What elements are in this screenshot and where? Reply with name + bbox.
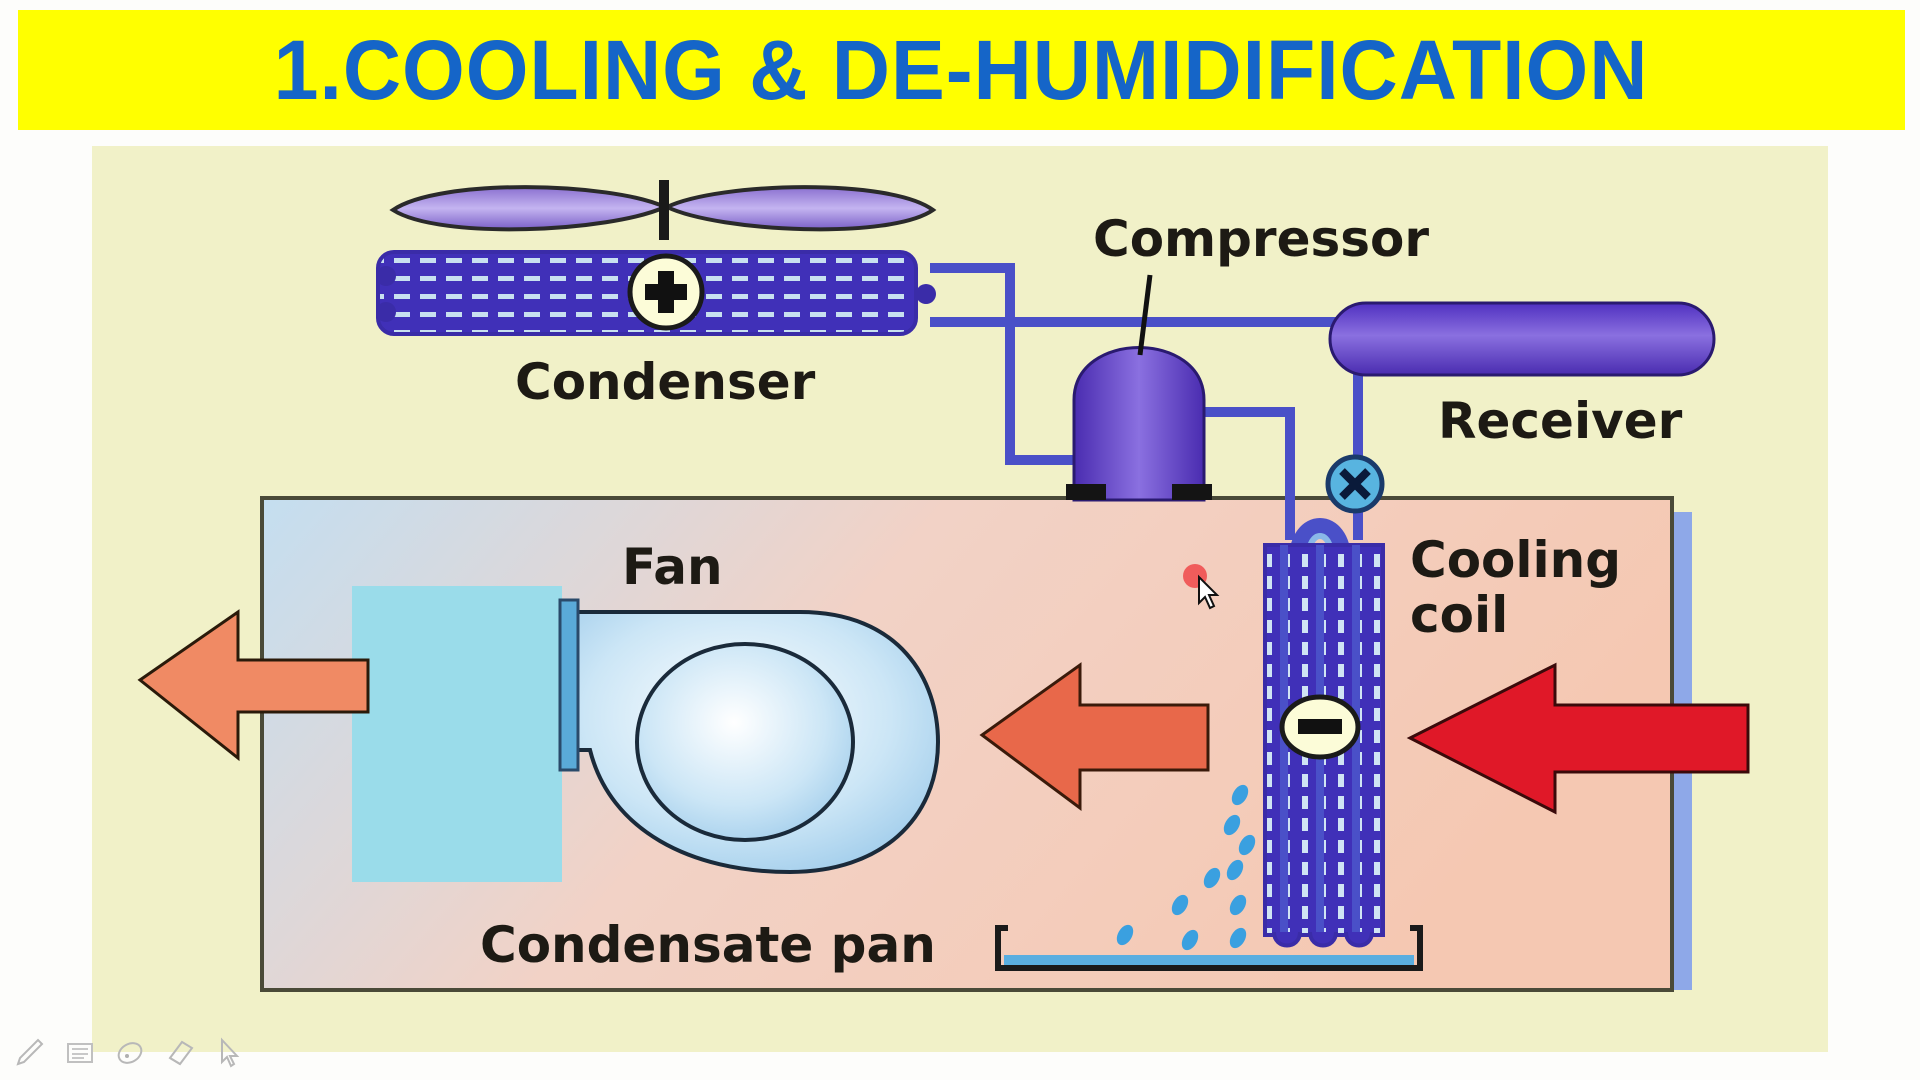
label-receiver: Receiver bbox=[1438, 392, 1683, 450]
blower-fan bbox=[558, 598, 941, 875]
expansion-valve-icon bbox=[1325, 454, 1385, 514]
pipe-condenser-to-compressor bbox=[930, 263, 1080, 465]
post-coil-arrow bbox=[979, 662, 1210, 811]
slideshow-toolbar bbox=[12, 1034, 248, 1070]
minus-icon bbox=[1279, 694, 1361, 760]
title-banner: 1.COOLING & DE-HUMIDIFICATION bbox=[18, 10, 1905, 130]
pen-icon[interactable] bbox=[12, 1034, 48, 1070]
pointer-icon[interactable] bbox=[212, 1034, 248, 1070]
label-condensate-pan: Condensate pan bbox=[480, 916, 936, 974]
pipe-compressor-to-coil bbox=[1205, 407, 1295, 540]
condenser-coil bbox=[376, 250, 936, 336]
keyboard-icon[interactable] bbox=[62, 1034, 98, 1070]
condenser-fan-blades bbox=[389, 180, 937, 240]
laser-pointer bbox=[1183, 563, 1223, 618]
plus-icon bbox=[627, 253, 705, 331]
filter bbox=[352, 586, 562, 882]
eraser-icon[interactable] bbox=[162, 1034, 198, 1070]
receiver bbox=[1328, 301, 1716, 377]
label-compressor: Compressor bbox=[1093, 210, 1430, 268]
outlet-air-arrow bbox=[137, 609, 370, 762]
slide-title: 1.COOLING & DE-HUMIDIFICATION bbox=[274, 22, 1649, 117]
mouse-icon[interactable] bbox=[112, 1034, 148, 1070]
label-fan: Fan bbox=[622, 538, 723, 596]
label-cooling-coil-line2: coil bbox=[1410, 586, 1509, 644]
inlet-air-arrow bbox=[1406, 662, 1750, 815]
label-cooling-coil-line1: Cooling bbox=[1410, 531, 1622, 589]
condensate-pan bbox=[995, 925, 1423, 971]
compressor bbox=[1066, 274, 1212, 502]
cooling-coil bbox=[1263, 518, 1385, 948]
arrow-cursor-icon bbox=[1198, 574, 1220, 610]
condensate-droplets bbox=[1116, 784, 1256, 951]
label-condenser: Condenser bbox=[515, 353, 816, 411]
